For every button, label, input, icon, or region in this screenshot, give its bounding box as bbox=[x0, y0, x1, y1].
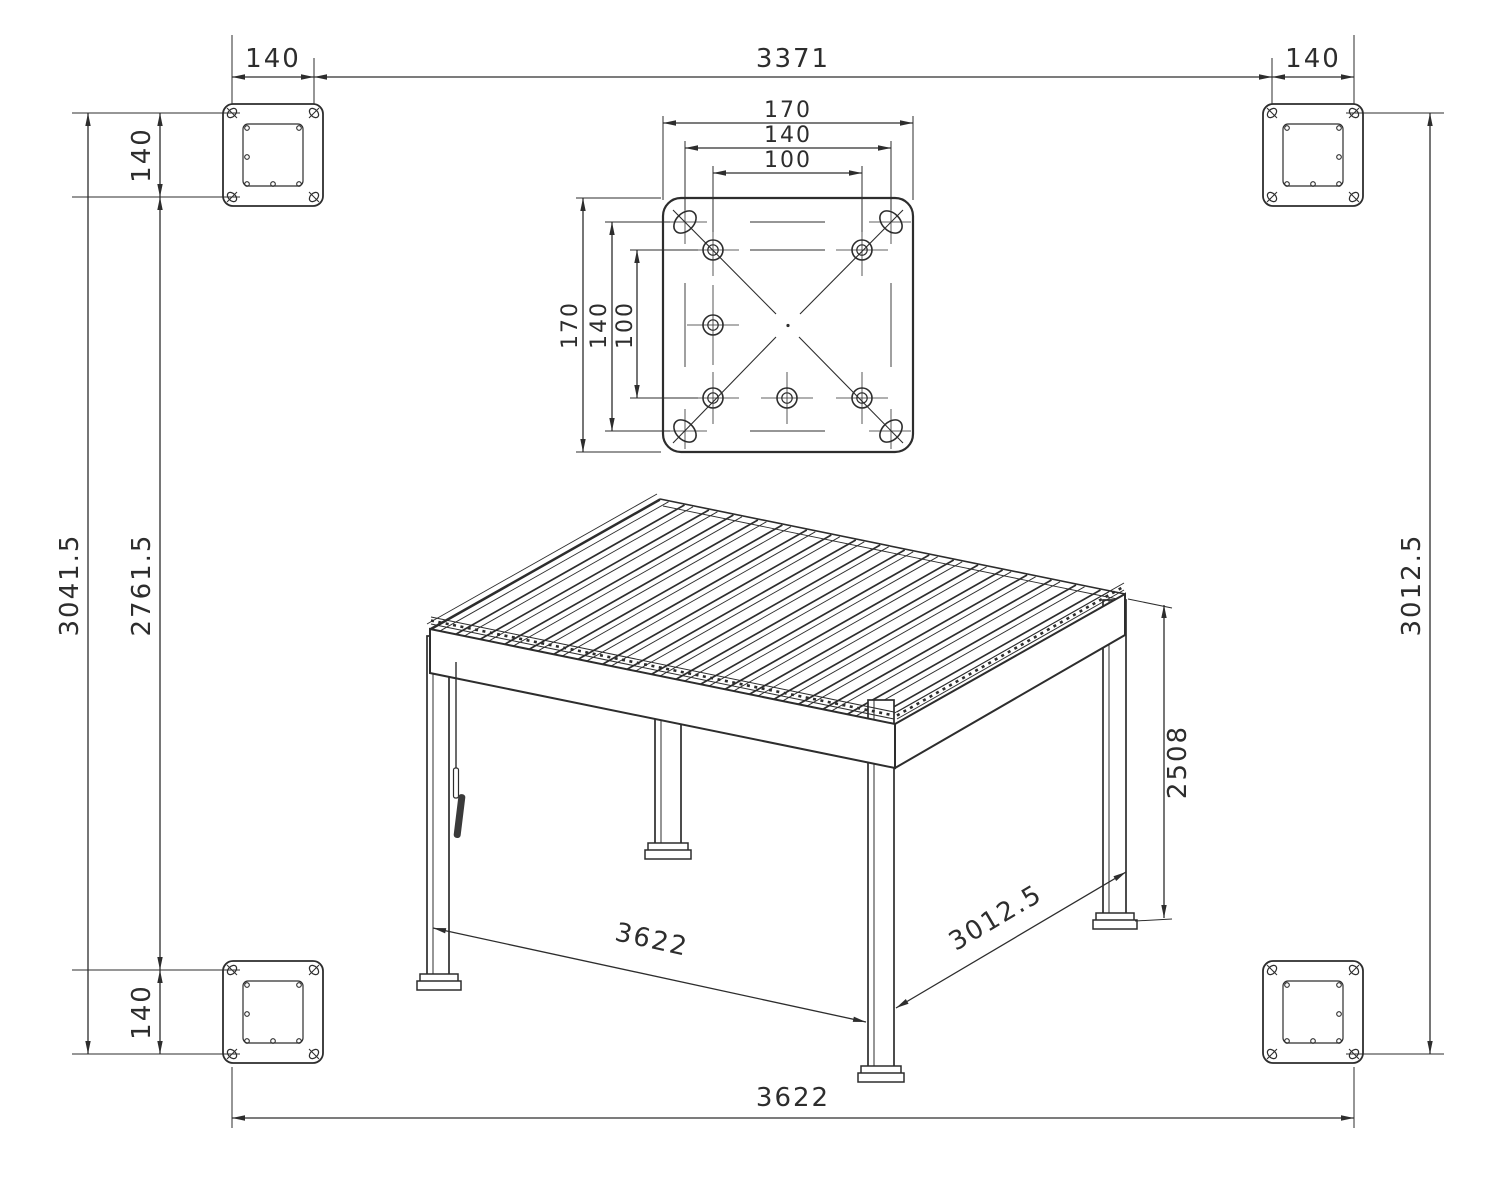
louver-serration-right bbox=[896, 582, 1125, 720]
dim-detail-width-holes: 100 bbox=[764, 148, 812, 173]
detail-hidden-edges bbox=[684, 221, 892, 432]
dim-detail-width-slots: 140 bbox=[764, 123, 812, 148]
base-plate-bottom-left bbox=[222, 960, 324, 1064]
dim-iso-post-height: 2508 bbox=[1163, 725, 1193, 799]
dim-left-top-140: 140 bbox=[127, 127, 157, 183]
dim-top-span: 3371 bbox=[756, 44, 830, 74]
back-right-post-foot bbox=[1092, 919, 1138, 930]
dim-top-right-140: 140 bbox=[1285, 44, 1341, 74]
dim-left-bottom-140: 140 bbox=[127, 984, 157, 1040]
dim-line-iso-3012 bbox=[895, 871, 1127, 1009]
base-plate-top-left bbox=[222, 103, 324, 207]
base-plate-detail-view bbox=[661, 196, 915, 454]
back-left-post-foot bbox=[644, 849, 692, 860]
base-plate-top-right bbox=[1262, 103, 1364, 207]
detail-center-mark bbox=[786, 323, 790, 328]
roof-beams bbox=[429, 592, 1126, 770]
dim-bottom-span: 3622 bbox=[756, 1083, 830, 1113]
detail-centerlines bbox=[665, 202, 911, 449]
front-left-post-foot bbox=[416, 980, 462, 991]
dim-right-height: 3012.5 bbox=[1397, 534, 1427, 637]
dim-line-iso-3622 bbox=[432, 927, 867, 1023]
louver-serration-front bbox=[430, 616, 895, 720]
base-plate-bottom-right bbox=[1262, 960, 1364, 1064]
dim-detail-height-outer: 170 bbox=[558, 301, 583, 349]
plate-middle-bolts bbox=[244, 154, 1342, 1017]
extension-lines bbox=[72, 35, 1444, 1128]
dimension-lines bbox=[85, 74, 1433, 1121]
detail-diagonals bbox=[672, 209, 904, 444]
back-left-post bbox=[644, 704, 692, 860]
dim-left-outer-height: 3041.5 bbox=[55, 534, 85, 637]
roof-edges bbox=[426, 493, 1126, 630]
dim-top-left-140: 140 bbox=[245, 44, 301, 74]
dim-left-inner-height: 2761.5 bbox=[127, 534, 157, 637]
dim-detail-height-slots: 140 bbox=[587, 301, 612, 349]
dim-detail-height-holes: 100 bbox=[613, 301, 638, 349]
front-right-post-foot bbox=[857, 1072, 905, 1083]
dim-detail-width-outer: 170 bbox=[764, 98, 812, 123]
crank-handle bbox=[452, 662, 466, 838]
